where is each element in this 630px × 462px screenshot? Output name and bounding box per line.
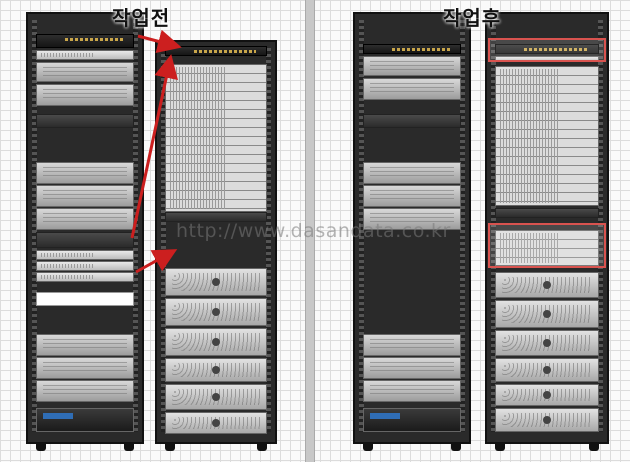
server-1u [36,50,134,60]
server-1u [36,250,134,260]
server-4u [165,358,267,382]
title-before: 작업전 [112,6,171,30]
server-4u [495,408,599,432]
server-1u [36,272,134,282]
rack-before-right [155,40,277,451]
server-2u [363,380,461,402]
server-1u-stack [495,66,599,206]
server-2u [36,162,134,184]
kvm-console [165,212,267,222]
network-switch [495,44,599,54]
server-2u [36,380,134,402]
ups-unit [363,408,461,432]
panel-divider [305,0,315,462]
server-2u [363,208,461,230]
server-4u [495,272,599,298]
server-2u [363,334,461,356]
kvm-console [36,232,134,248]
server-2u [363,56,461,76]
server-2u [363,357,461,379]
server-4u [165,298,267,326]
rack-after-right [485,12,609,451]
server-2u [36,84,134,106]
server-1u-stack [495,230,599,266]
network-switch [36,34,134,48]
server-2u [36,185,134,207]
server-4u [495,384,599,406]
server-2u [36,208,134,230]
server-4u [165,328,267,356]
server-4u [495,300,599,328]
network-switch [363,44,461,54]
highlight-box-middle [488,223,606,268]
server-2u [36,62,134,82]
kvm-console [495,208,599,218]
server-2u [36,334,134,356]
ups-unit [36,408,134,432]
watermark-url: http://www.dasandata.co.kr [176,220,451,242]
rack-after-left [353,12,471,451]
arrow-switch-move [137,29,182,54]
highlight-box-top [488,38,606,62]
cable-manager [36,114,134,128]
server-2u [36,357,134,379]
arrow-kvm-move [130,54,178,239]
rack-before-left [26,12,144,451]
blank-panel [36,292,134,306]
arrow-servers-move [135,249,178,274]
server-4u [495,330,599,356]
server-1u [36,261,134,271]
cable-manager [363,114,461,128]
server-1u-stack [165,64,267,212]
server-4u [165,268,267,296]
server-4u [495,358,599,382]
server-4u [165,412,267,434]
server-2u [363,78,461,100]
server-2u [363,162,461,184]
server-4u [165,384,267,410]
title-after: 작업후 [443,6,502,30]
panel-before: 작업전 [0,0,305,462]
panel-after: 작업후 [315,0,630,462]
server-2u [363,185,461,207]
